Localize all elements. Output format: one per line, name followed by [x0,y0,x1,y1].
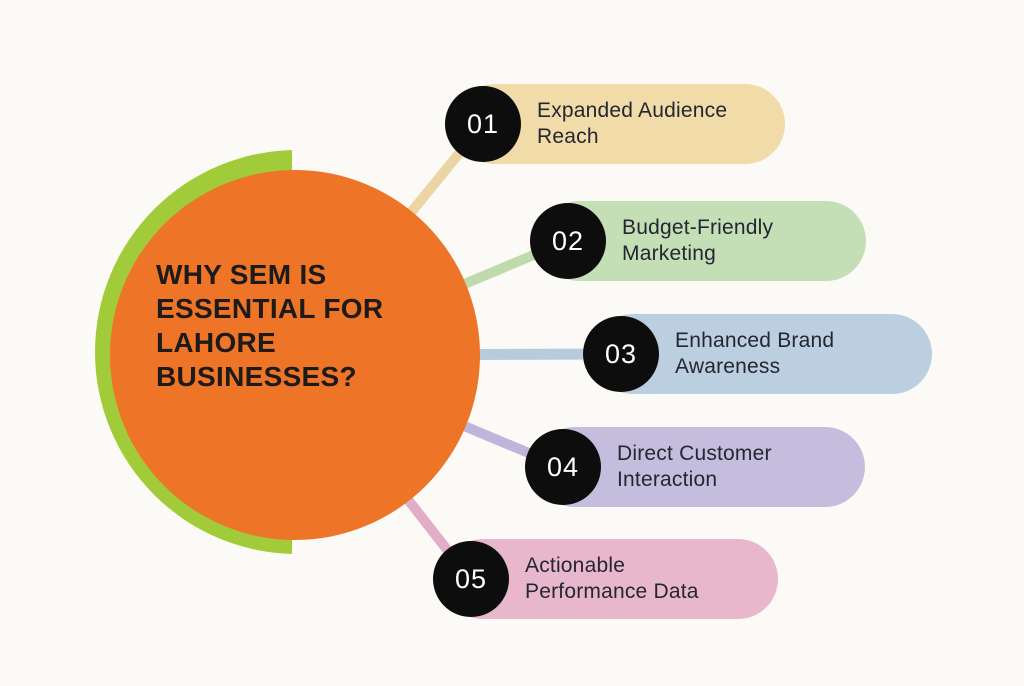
page-title: WHY SEM IS ESSENTIAL FOR LAHORE BUSINESS… [156,258,436,394]
title-line: BUSINESSES? [156,361,357,392]
item-2-budget-friendly-marketing: 02 Budget-Friendly Marketing [530,201,866,281]
item-3-number-bubble: 03 [583,316,659,392]
item-5-label-line: Performance Data [525,580,699,603]
item-3-enhanced-brand-awareness: 03 Enhanced Brand Awareness [583,314,932,394]
item-5-number-bubble: 05 [433,541,509,617]
item-1-label: Expanded Audience Reach [537,98,727,150]
item-4-label: Direct Customer Interaction [617,441,772,493]
item-2-label-line: Marketing [622,242,717,265]
title-line: ESSENTIAL FOR [156,293,384,324]
item-3-label: Enhanced Brand Awareness [675,328,834,380]
title-line: LAHORE [156,327,277,358]
title-line: WHY SEM IS [156,259,327,290]
item-5-label: Actionable Performance Data [525,553,699,605]
item-4-label-line: Direct Customer [617,442,772,465]
item-5-number: 05 [454,563,488,594]
item-4-label-line: Interaction [617,468,718,491]
item-5-label-line: Actionable [525,554,626,577]
item-1-label-line: Expanded Audience [537,99,728,122]
item-3-number: 03 [604,338,638,369]
item-4-direct-customer-interaction: 04 Direct Customer Interaction [525,427,865,507]
item-5-actionable-performance-data: 05 Actionable Performance Data [433,539,778,619]
item-3-label-line: Enhanced Brand [675,329,835,352]
item-1-number: 01 [466,108,500,139]
item-1-number-bubble: 01 [445,86,521,162]
center-circle: WHY SEM IS ESSENTIAL FOR LAHORE BUSINESS… [110,170,480,540]
item-2-label-line: Budget-Friendly [622,216,774,239]
item-1-expanded-audience-reach: 01 Expanded Audience Reach [445,84,785,164]
item-3-label-line: Awareness [675,355,781,378]
item-4-number: 04 [546,451,580,482]
item-2-number: 02 [551,225,585,256]
item-1-label-line: Reach [537,125,599,148]
item-4-number-bubble: 04 [525,429,601,505]
item-2-label: Budget-Friendly Marketing [622,215,773,267]
item-2-number-bubble: 02 [530,203,606,279]
